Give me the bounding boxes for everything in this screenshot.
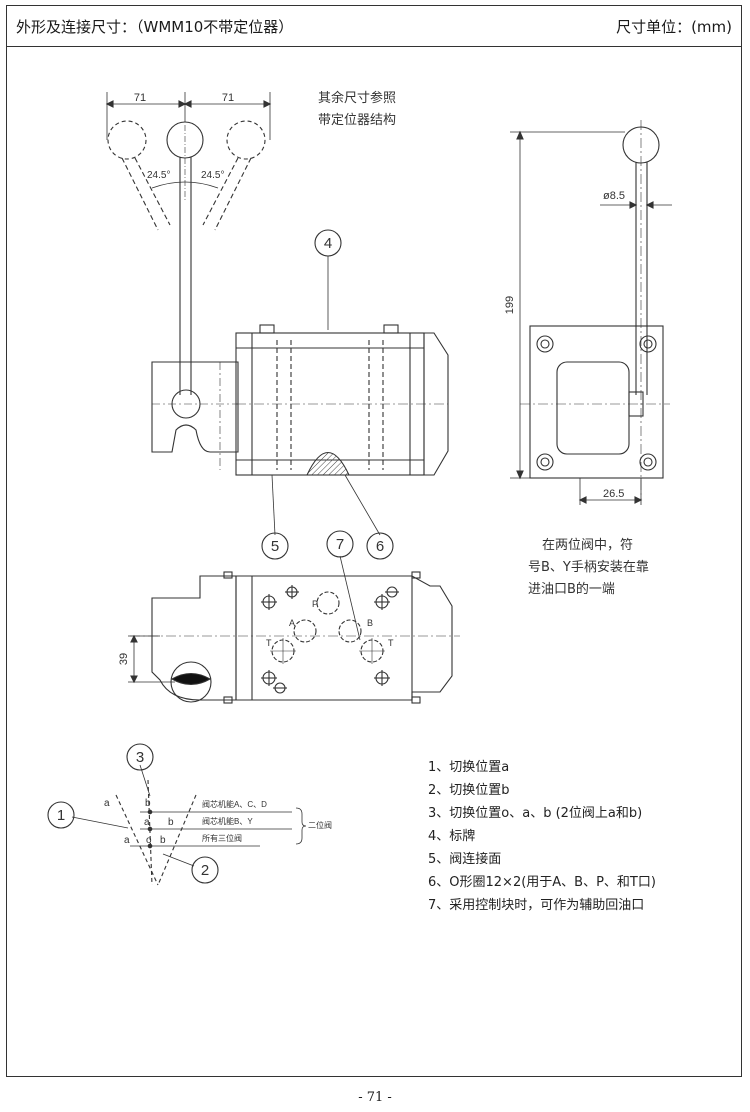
callout-circles [47,229,394,884]
bottom-view [128,555,460,704]
dim-right-71: 71 [222,92,234,104]
legend-item: 7、采用控制块时，可作为辅助回油口 [428,898,645,913]
legend-item: 3、切换位置o、a、b (2位阀上a和b) [428,806,643,821]
legend-item: 4、标牌 [428,829,476,844]
row3-a: a [124,835,130,846]
row3-b: b [160,835,166,846]
unit-label: 尺寸单位：(mm) [616,18,732,36]
port-b-label: B [367,618,373,628]
port-p-label: P [312,599,318,609]
position-diagram [71,764,307,886]
note-top-left: 其余尺寸参照 带定位器结构 [318,88,396,132]
page-title: 外形及连接尺寸：（WMM10不带定位器） [16,18,294,36]
port-t-left-label: T [266,638,272,648]
row2-label: 阀芯机能B、Y [202,816,253,826]
front-view [105,92,449,536]
legend-item: 1、切换位置a [428,760,510,775]
port-t-right-label: T [388,638,394,648]
row1-b: b [145,798,151,809]
callout-4: 4 [324,235,332,252]
note-right-line1: 在两位阀中，符 [542,538,634,553]
dim-side-width: 26.5 [603,488,624,500]
callout-7: 7 [336,536,344,553]
dim-left-angle: 24.5° [147,170,170,181]
callout-2: 2 [201,862,209,879]
row3-label: 所有三位阀 [202,833,242,843]
note-right-line2: 号B、Y手柄安装在靠 [528,560,649,575]
legend-list: 1、切换位置a 2、切换位置b 3、切换位置o、a、b (2位阀上a和b) 4、… [428,756,656,917]
note-right: 在两位阀中，符 号B、Y手柄安装在靠 进油口B的一端 [528,535,649,601]
page-frame [6,5,742,1077]
legend-item: 6、O形圈12×2(用于A、B、P、和T口) [428,875,656,890]
note-right-line3: 进油口B的一端 [528,582,615,597]
callout-1: 1 [57,807,65,824]
header-bar: 外形及连接尺寸：（WMM10不带定位器） 尺寸单位：(mm) [6,5,742,47]
dim-diameter: ø8.5 [603,190,625,202]
row1-label: 阀芯机能A、C、D [202,799,267,809]
callout-6: 6 [376,538,384,555]
dim-bottom-height: 39 [118,653,130,665]
row2-a: a [144,817,150,828]
page-number: - 71 - [358,1090,392,1105]
note-top-left-line2: 带定位器结构 [318,113,397,128]
row2-b: b [168,817,174,828]
port-a-label: A [289,618,295,628]
dim-height: 199 [504,296,516,314]
bracket-label: 二位阀 [308,820,332,830]
dim-left-71: 71 [134,92,146,104]
note-top-left-line1: 其余尺寸参照 [318,91,397,106]
row1-a: a [104,798,110,809]
callout-3: 3 [136,749,144,766]
legend-item: 2、切换位置b [428,783,510,798]
legend-item: 5、阀连接面 [428,852,502,867]
callout-5: 5 [271,538,279,555]
dim-right-angle: 24.5° [201,170,224,181]
side-view [510,120,672,505]
row3-o: o [146,835,152,846]
